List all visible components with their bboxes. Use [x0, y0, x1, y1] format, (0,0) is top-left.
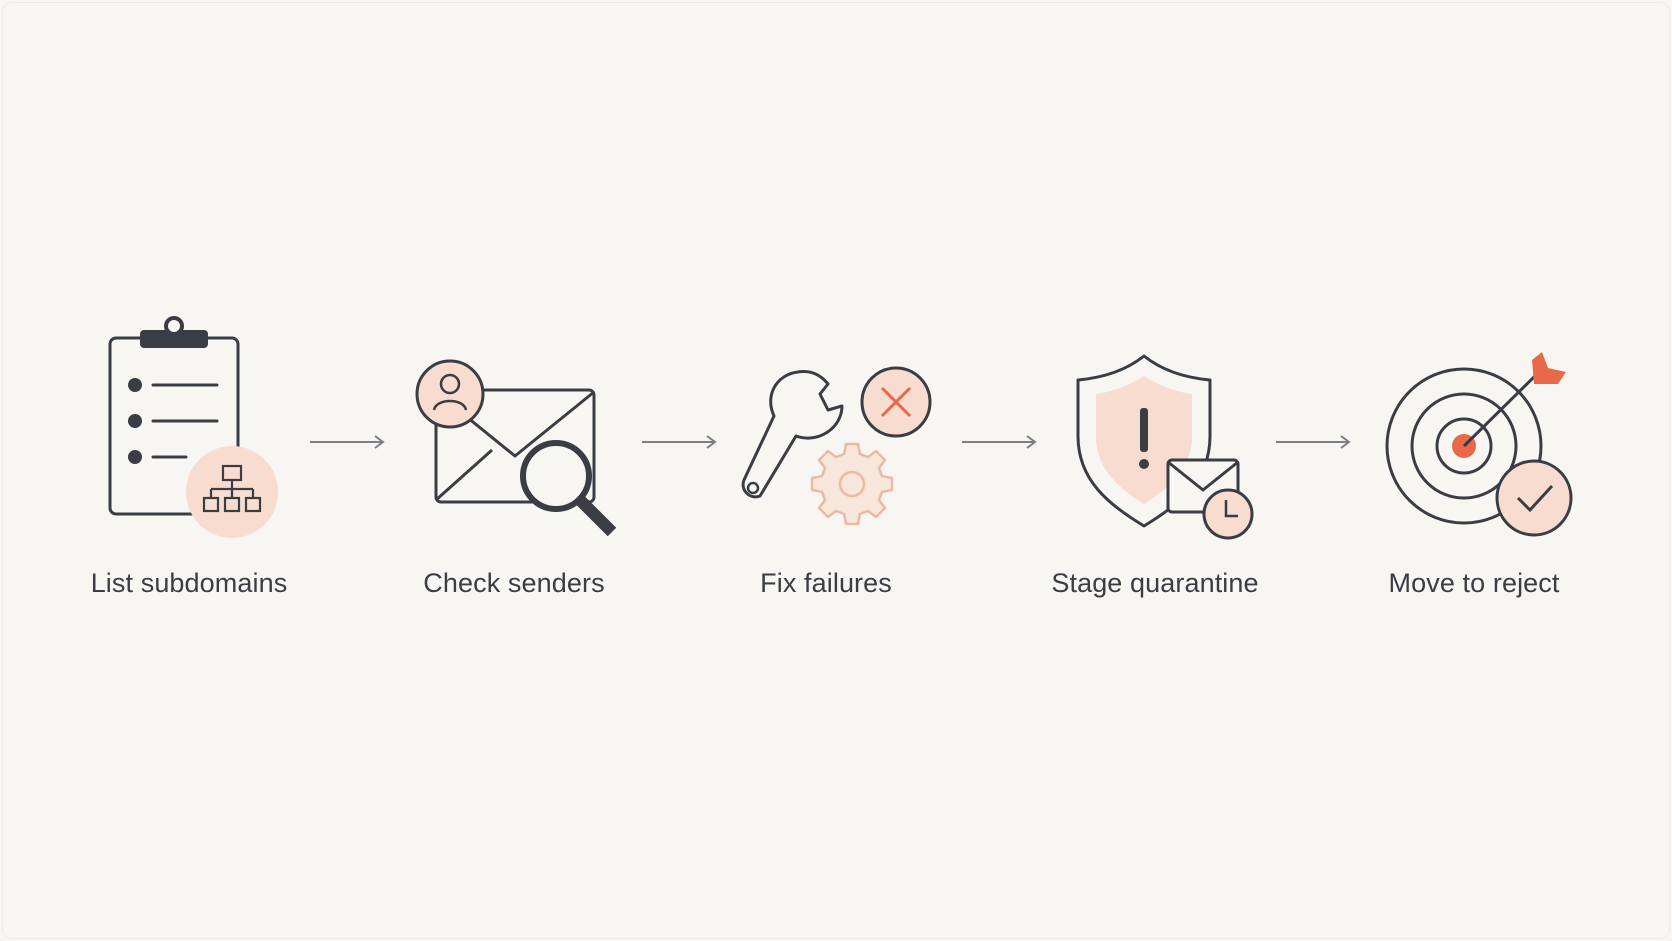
clipboard-sitemap-icon — [108, 316, 278, 538]
step-label-check-senders: Check senders — [423, 568, 605, 598]
arrow-right-icon — [642, 435, 717, 449]
step-label-list-subdomains: List subdomains — [90, 568, 288, 598]
target-check-icon — [1385, 352, 1573, 537]
arrow-right-icon — [962, 435, 1037, 449]
envelope-search-icon — [415, 359, 617, 537]
wrench-gear-error-icon — [741, 366, 932, 526]
arrow-right-icon — [1276, 435, 1351, 449]
step-label-fix-failures: Fix failures — [760, 568, 892, 598]
step-label-stage-quarantine: Stage quarantine — [1051, 568, 1259, 598]
arrow-right-icon — [310, 435, 385, 449]
step-label-move-to-reject: Move to reject — [1388, 568, 1560, 598]
shield-warning-mail-icon — [1076, 354, 1254, 540]
